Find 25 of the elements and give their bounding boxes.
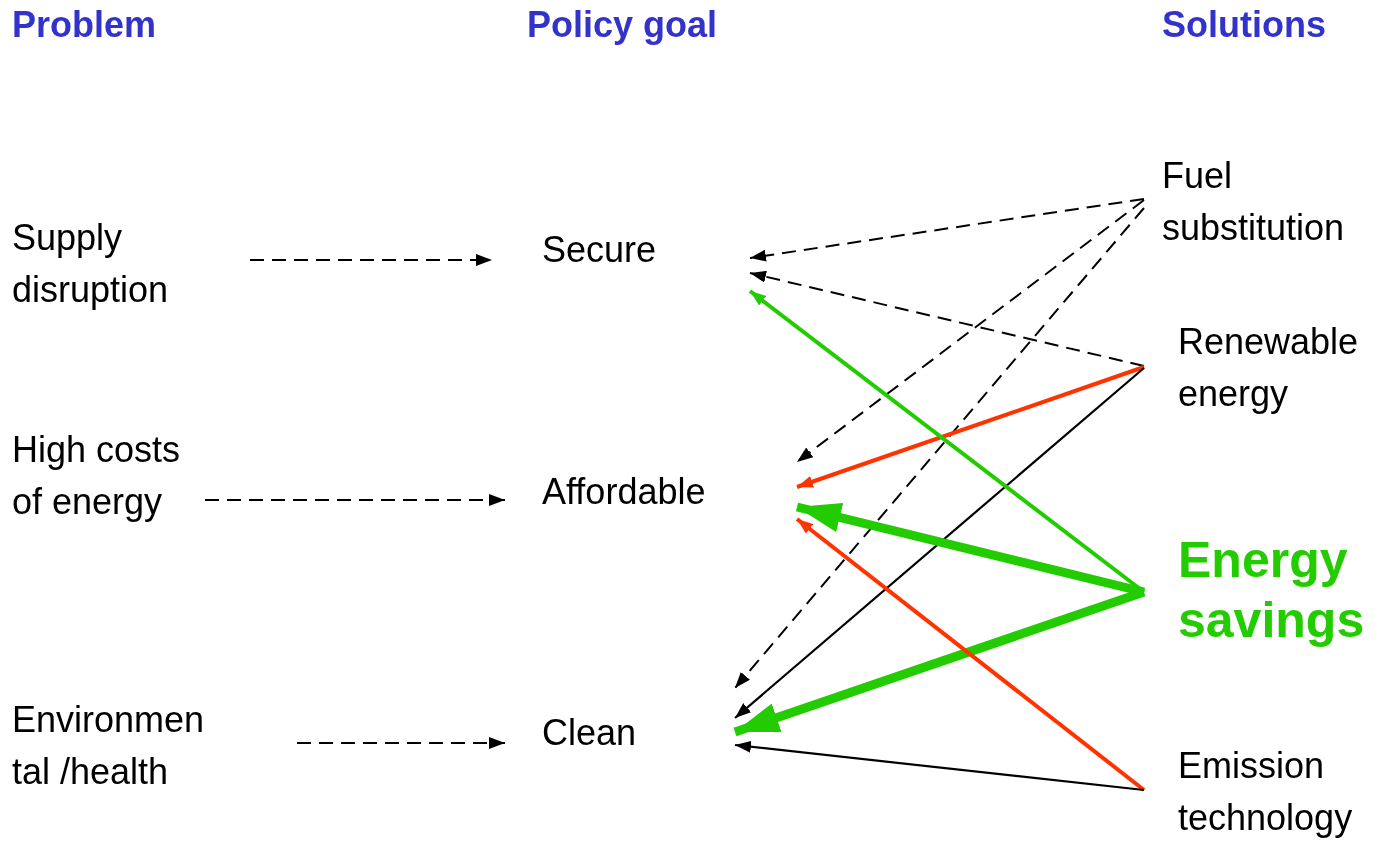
column-heading: Problem [12,4,157,46]
node-label: Emission technology [1178,744,1354,840]
arrow [749,270,1145,367]
node-label: Environmen tal /health [12,698,206,794]
arrow [795,517,1146,792]
node-label: Supply disruption [12,216,170,312]
node-label: Secure [542,228,658,272]
node-label: Clean [542,711,638,755]
arrow [296,737,506,749]
node-label: Renewable energy [1178,320,1360,416]
arrow [734,207,1145,689]
arrow [204,494,506,506]
arrow [734,740,1145,792]
arrow [796,365,1145,489]
arrow [749,198,1145,262]
node-label: Fuel substitution [1162,154,1346,250]
column-heading: Solutions [1162,4,1326,46]
arrow [796,199,1145,463]
node-label: High costs of energy [12,428,182,524]
arrow [249,254,493,266]
column-heading: Policy goal [527,4,718,46]
arrow [748,289,1146,594]
node-label: Affordable [542,470,707,514]
node-label: Energy savings [1178,531,1366,650]
arrow [734,367,1145,719]
